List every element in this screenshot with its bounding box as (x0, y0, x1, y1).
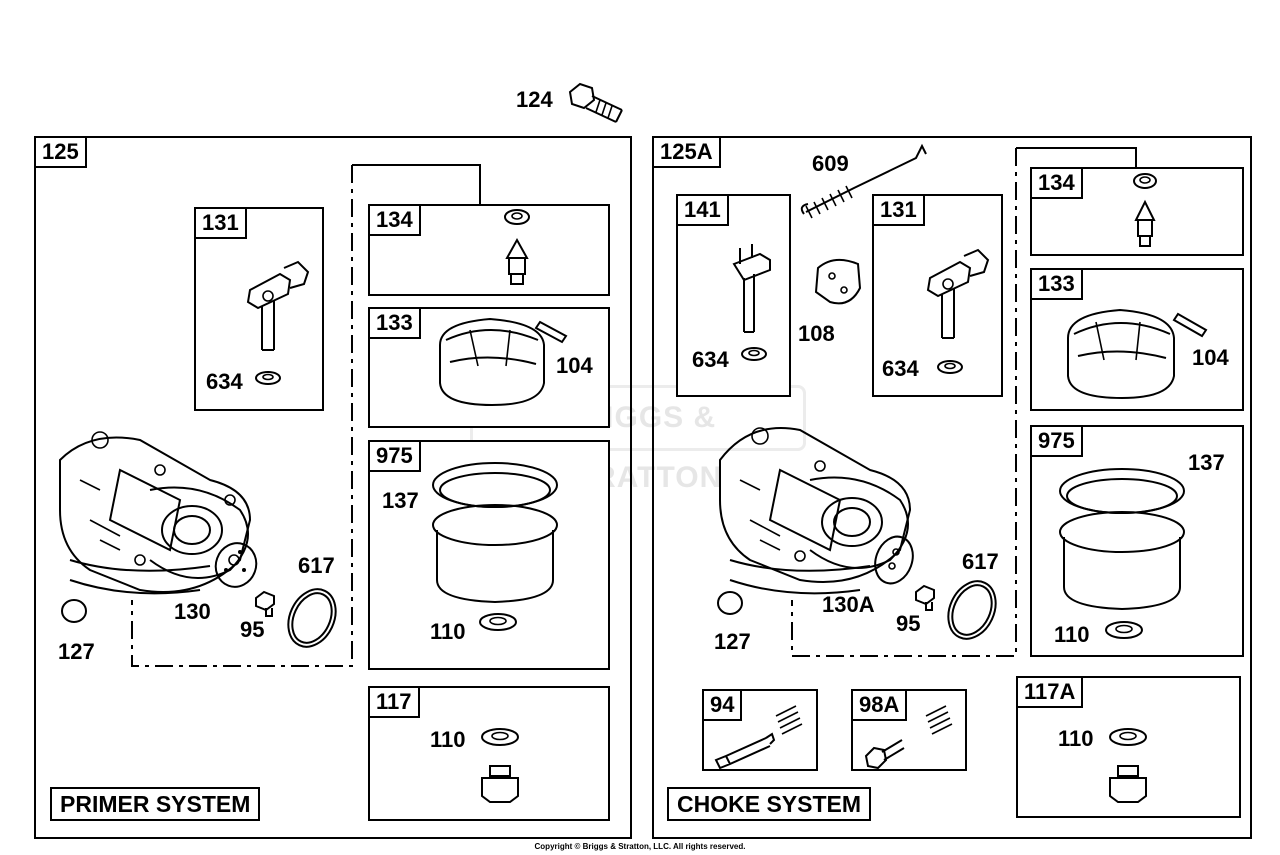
primer-gasket-drawing (214, 542, 258, 588)
part-label: 617 (962, 549, 999, 574)
part-label: 95 (240, 617, 265, 642)
kit-tag: 131 (194, 207, 247, 239)
kit-tag: 975 (1030, 425, 1083, 457)
kit-98A-box: 98A (851, 689, 967, 771)
kit-117-box: 117 (368, 686, 610, 821)
kit-134-box: 134 (368, 204, 610, 296)
kit-tag: 134 (368, 204, 421, 236)
kit-134-box: 134 (1030, 167, 1244, 256)
idle-screw-drawing (714, 705, 803, 770)
copyright-notice: Copyright © Briggs & Stratton, LLC. All … (534, 842, 746, 851)
kit-tag: 133 (1030, 268, 1083, 300)
bolt-124-drawing (568, 82, 623, 123)
kit-tag: 133 (368, 307, 421, 339)
choke-gasket-drawing (874, 535, 914, 585)
kit-tag: 141 (676, 194, 729, 226)
part-label: 130A (822, 592, 875, 617)
part-label: 110 (430, 619, 466, 644)
choke-system-label: CHOKE SYSTEM (667, 787, 872, 821)
float-drawing (1067, 308, 1208, 400)
screw-drawing (255, 590, 275, 617)
part-label: 617 (298, 553, 335, 578)
panel-tag: 125A (652, 136, 721, 168)
throttle-shaft-drawing (926, 248, 990, 374)
o-ring-drawing (287, 588, 337, 648)
panel-tag: 125 (34, 136, 87, 168)
kit-141-box: 141 (676, 194, 791, 397)
part-label: 137 (382, 488, 419, 513)
kit-tag: 98A (851, 689, 908, 721)
carburetor-body-drawing (719, 427, 912, 595)
part-label: 104 (1192, 345, 1229, 370)
o-ring-drawing (947, 580, 997, 640)
choke-shaft-drawing (732, 244, 771, 361)
kit-tag: 131 (872, 194, 925, 226)
part-label: 110 (430, 727, 466, 752)
part-label: 127 (58, 639, 95, 664)
primer-system-panel: 125 (34, 136, 632, 839)
welch-plug-drawing (61, 599, 87, 623)
adjust-screw-drawing (864, 705, 953, 770)
float-needle-drawing (504, 209, 530, 285)
part-label: 95 (896, 611, 921, 636)
choke-spring-drawing (800, 143, 927, 219)
part-label: 108 (798, 321, 835, 346)
part-label: 110 (1054, 622, 1090, 647)
part-label: 634 (882, 356, 919, 381)
kit-117A-box: 117A (1016, 676, 1241, 818)
kit-tag: 975 (368, 440, 421, 472)
welch-plug-drawing (717, 591, 743, 615)
part-label-124: 124 (516, 87, 553, 112)
part-label: 130 (174, 599, 211, 624)
part-label: 137 (1188, 450, 1225, 475)
bowl-nut-drawing (481, 728, 519, 803)
kit-tag: 117 (368, 686, 420, 718)
float-needle-drawing (1133, 173, 1157, 247)
part-label: 634 (206, 369, 243, 394)
kit-tag: 117A (1016, 676, 1084, 708)
choke-system-panel: 125A (652, 136, 1252, 839)
kit-975-box: 975 (368, 440, 610, 670)
choke-plate-drawing (814, 258, 862, 305)
kit-94-box: 94 (702, 689, 818, 771)
bowl-nut-drawing (1109, 728, 1147, 803)
part-label: 104 (556, 353, 593, 378)
float-bowl-drawing (432, 462, 558, 631)
float-bowl-drawing (1059, 468, 1185, 639)
screw-drawing (915, 584, 935, 611)
carburetor-body-drawing (59, 431, 252, 595)
part-label: 127 (714, 629, 751, 654)
part-label: 634 (692, 347, 729, 372)
float-drawing (439, 317, 568, 407)
kit-tag: 134 (1030, 167, 1083, 199)
part-label: 609 (812, 151, 849, 176)
kit-133-box: 133 (1030, 268, 1244, 411)
kit-131-box: 131 (194, 207, 324, 411)
throttle-shaft-drawing (246, 260, 310, 385)
kit-133-box: 133 (368, 307, 610, 428)
kit-tag: 94 (702, 689, 743, 721)
primer-system-label: PRIMER SYSTEM (50, 787, 261, 821)
part-label: 110 (1058, 726, 1094, 751)
